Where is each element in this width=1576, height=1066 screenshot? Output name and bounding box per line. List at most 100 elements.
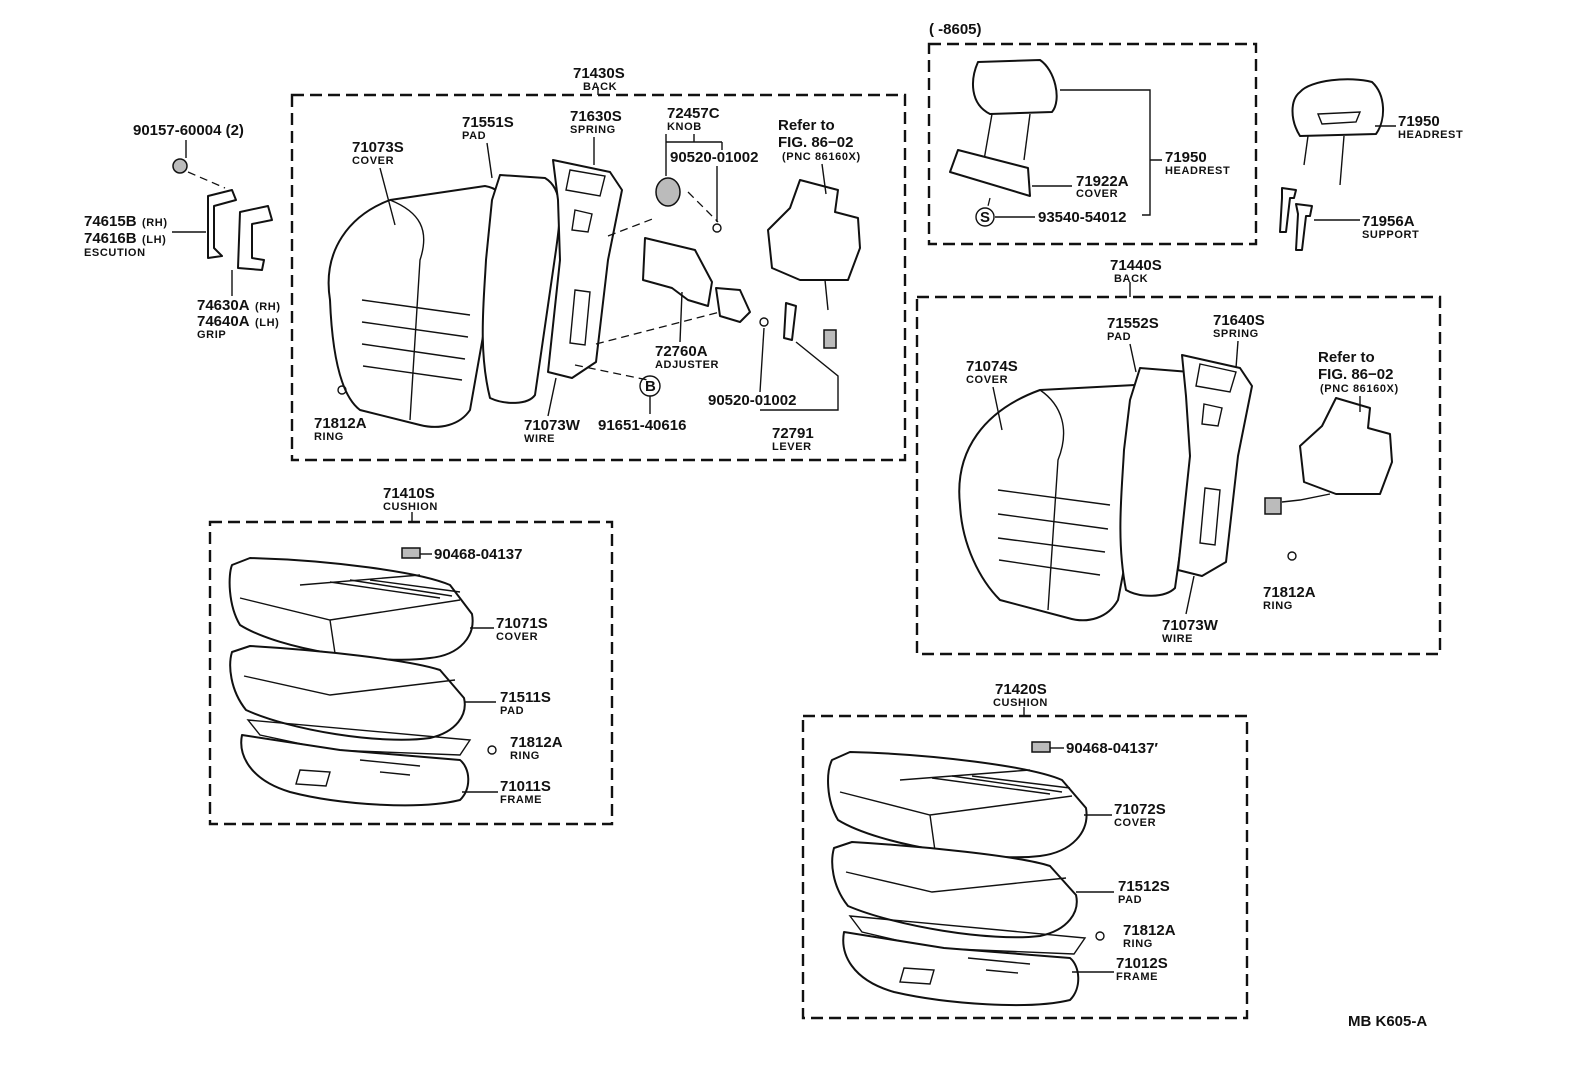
- cushion-ring-b-label: RING: [1123, 938, 1153, 950]
- cover-b-label: COVER: [966, 374, 1008, 386]
- adjuster-icon: [642, 237, 713, 307]
- document-id: MB K605-A: [1348, 1013, 1427, 1030]
- clip-icon: [401, 547, 421, 559]
- back-a-parts: 71073S COVER 71551S PAD 71630S SPRING 72…: [314, 105, 861, 453]
- lever-label: LEVER: [772, 441, 812, 453]
- callout-71011s: 71011S: [500, 778, 551, 795]
- callout-71812a-back-b: 71812A: [1263, 584, 1316, 601]
- s-marker-letter: S: [980, 209, 990, 226]
- headrest-box-label: HEADREST: [1165, 165, 1230, 177]
- right-headrest-parts: 71950 HEADREST 71956A SUPPORT: [1279, 78, 1463, 251]
- cushion-frame-b-label: FRAME: [1116, 971, 1158, 983]
- knob-icon: [655, 177, 681, 207]
- cushion-ring-a-label: RING: [510, 750, 540, 762]
- cushion-group-b: 71420S CUSHION: [801, 681, 1249, 1020]
- callout-71950: 71950: [1398, 113, 1440, 130]
- clip-icon: [759, 317, 769, 327]
- refer-b-line1: Refer to: [1318, 349, 1375, 366]
- lumbar-panel-icon: [1299, 397, 1393, 495]
- svg-text:74615B: 74615B: [84, 213, 137, 230]
- cushion-a-part-number: 71410S: [383, 485, 435, 502]
- cushion-cover-icon: [228, 557, 474, 661]
- headrest-cover-label: COVER: [1076, 188, 1118, 200]
- callout-71922a: 71922A: [1076, 173, 1129, 190]
- s-marker-circle: [975, 207, 995, 227]
- pad-a-label: PAD: [462, 130, 486, 142]
- back-a-part-number: 71430S: [573, 65, 625, 82]
- cushion-frame-icon: [842, 931, 1080, 1007]
- back-group-b: 71440S BACK: [915, 257, 1442, 656]
- refer-b-line3: (PNC 86160X): [1320, 383, 1399, 395]
- cushion-a-label: CUSHION: [383, 501, 438, 513]
- adjuster-mechanism-icon: [715, 287, 751, 323]
- lumbar-panel-icon: [767, 179, 861, 281]
- cushion-frame-icon: [240, 734, 470, 807]
- callout-71073s: 71073S: [352, 139, 404, 156]
- grip-rh-number: 74630A: [197, 297, 250, 314]
- refer-b-line2: FIG. 86−02: [1318, 366, 1393, 383]
- cushion-frame-a-label: FRAME: [500, 794, 542, 806]
- adjuster-label: ADJUSTER: [655, 359, 719, 371]
- callout-71551s: 71551S: [462, 114, 514, 131]
- support-icon: [1279, 187, 1297, 233]
- grip-icon: [237, 205, 273, 271]
- escution-rh-suffix: (RH): [142, 217, 168, 229]
- headrest-box-parts: S 71950 HEADREST 71922A COVER 93540-5401…: [949, 59, 1230, 227]
- cushion-b-label: CUSHION: [993, 697, 1048, 709]
- callout-71074s: 71074S: [966, 358, 1018, 375]
- headrest-cover-plate-icon: [949, 149, 1031, 197]
- wire-a-label: WIRE: [524, 433, 555, 445]
- callout-90520-bottom: 90520-01002: [708, 392, 796, 409]
- refer-a-line3: (PNC 86160X): [782, 151, 861, 163]
- ring-wire-icon: [246, 719, 472, 756]
- ring-icon: [337, 385, 347, 395]
- support-label: SUPPORT: [1362, 229, 1419, 241]
- cushion-pad-a-label: PAD: [500, 705, 524, 717]
- spring-b-label: SPRING: [1213, 328, 1259, 340]
- pad-b-label: PAD: [1107, 331, 1131, 343]
- callout-71072s: 71072S: [1114, 801, 1166, 818]
- callout-91651: 91651-40616: [598, 417, 686, 434]
- escution-icon: [207, 189, 237, 259]
- grip-label: GRIP: [197, 329, 226, 341]
- callout-90520-top: 90520-01002: [670, 149, 758, 166]
- callout-71073w-a: 71073W: [524, 417, 581, 434]
- callout-71071s: 71071S: [496, 615, 548, 632]
- headrest-icon: [972, 59, 1058, 115]
- escution-lh-suffix: (LH): [142, 234, 166, 246]
- grip-lh-number: 74640A: [197, 313, 250, 330]
- callout-71956a: 71956A: [1362, 213, 1415, 230]
- connector-icon: [1264, 497, 1282, 515]
- back-group-a: 71430S BACK: [290, 65, 907, 462]
- callout-72791: 72791: [772, 425, 814, 442]
- spring-a-label: SPRING: [570, 124, 616, 136]
- cushion-b-part-number: 71420S: [995, 681, 1047, 698]
- ring-icon: [1095, 931, 1105, 941]
- headrest-date-group: ( -8605): [927, 21, 1258, 246]
- support-icon: [1295, 203, 1313, 251]
- svg-text:74616B: 74616B: [84, 230, 137, 247]
- callout-90468-a: 90468-04137: [434, 546, 522, 563]
- callout-71812a-cushion-b: 71812A: [1123, 922, 1176, 939]
- back-b-part-number: 71440S: [1110, 257, 1162, 274]
- callout-71012s: 71012S: [1116, 955, 1168, 972]
- callout-90157: 90157-60004 (2): [133, 122, 244, 139]
- callout-71812a-back: 71812A: [314, 415, 367, 432]
- b-marker-letter: B: [645, 378, 656, 395]
- wire-b-label: WIRE: [1162, 633, 1193, 645]
- lever-icon: [783, 302, 797, 341]
- clip-icon: [1031, 741, 1051, 753]
- callout-71630s: 71630S: [570, 108, 622, 125]
- screw-icon: [172, 158, 188, 174]
- callout-71511s: 71511S: [500, 689, 551, 706]
- clip-icon: [712, 223, 722, 233]
- cushion-a-parts: 90468-04137 71071S COVER 71511S PAD 7181…: [228, 546, 563, 807]
- callout-93540: 93540-54012: [1038, 209, 1126, 226]
- headrest-icon: [1291, 78, 1384, 137]
- seatback-spring-icon: [1177, 354, 1253, 577]
- knob-label: KNOB: [667, 121, 702, 133]
- escution-grip-parts: 90157-60004 (2) 74615B (RH) 74616B (LH) …: [84, 122, 280, 341]
- cushion-b-parts: 90468-04137′ 71072S COVER 71512S PAD 718…: [827, 740, 1176, 1007]
- escution-label: ESCUTION: [84, 247, 146, 259]
- back-b-parts: 71074S COVER 71552S PAD 71640S SPRING Re…: [958, 312, 1399, 645]
